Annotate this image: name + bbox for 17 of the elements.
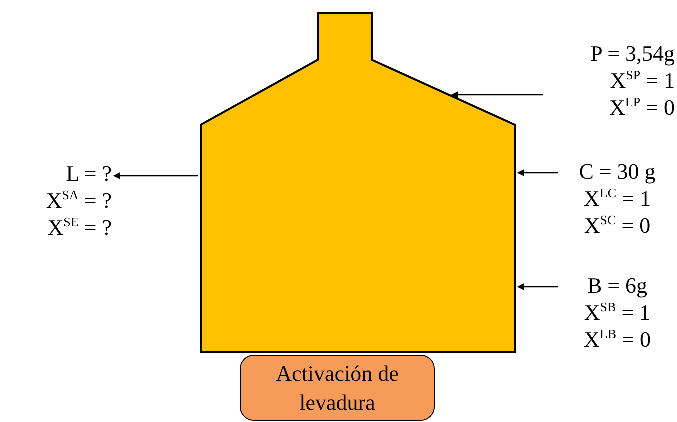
fraction-label: X$^{LP}$ = 0 [608,94,675,121]
fraction-label: X$^{LB}$ = 0 [583,326,652,353]
stream-label: B = 6g [586,272,649,299]
stream-label: C = 30 g [578,158,657,185]
arrow [517,170,558,176]
fraction-label: X$^{LC}$ = 1 [583,185,652,212]
arrow [451,92,543,98]
arrow [113,172,198,180]
stream-label: L = ? [65,160,112,187]
fraction-label: X$^{SA}$ = ? [45,187,112,214]
fraction-label: X$^{SP}$ = 1 [609,67,675,94]
fraction-label: X$^{SC}$ = 0 [583,212,652,239]
stream-label: P = 3,54g [590,40,675,67]
arrow [517,284,558,290]
fraction-label: X$^{SE}$ = ? [46,214,112,241]
process-box: Activación de levadura [240,355,435,421]
fraction-label: X$^{SB}$ = 1 [583,299,652,326]
